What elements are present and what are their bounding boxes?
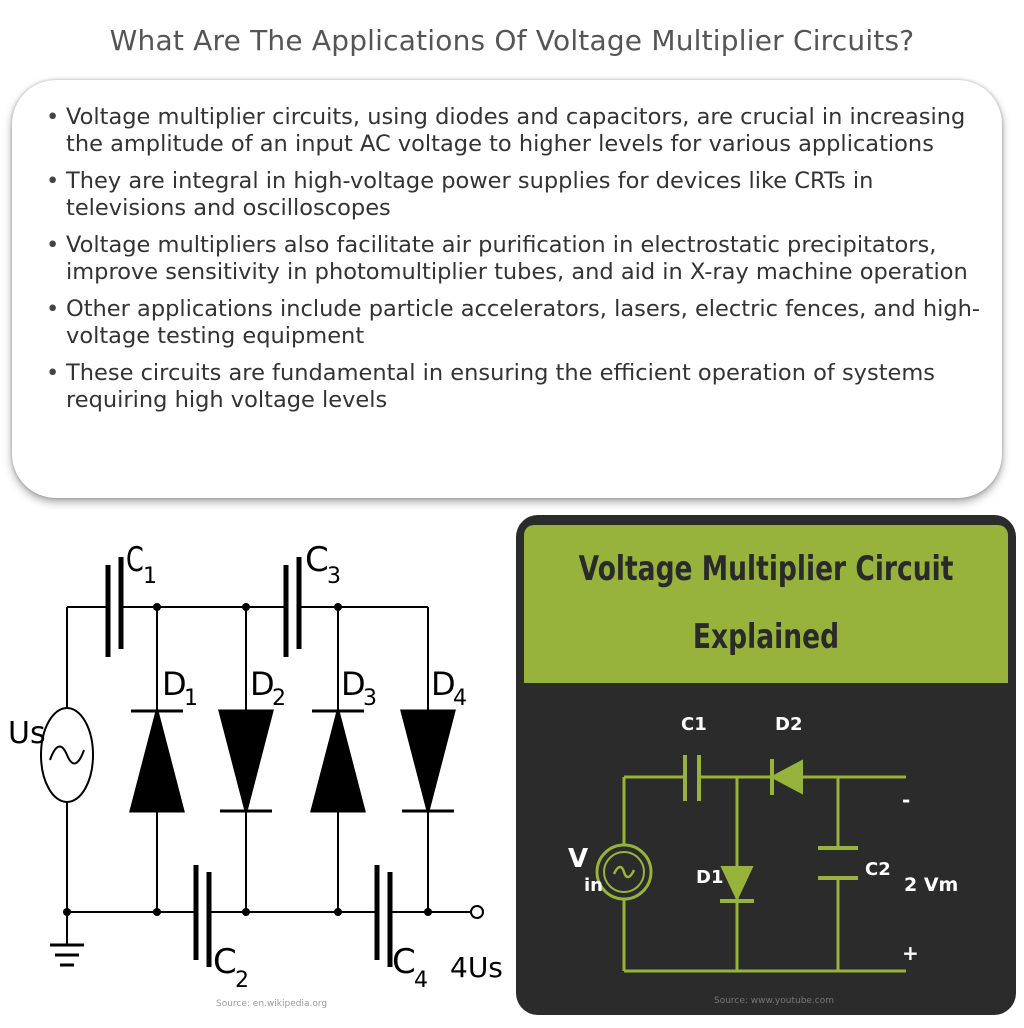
doubler-thumbnail: Voltage Multiplier Circuit Explained <box>516 515 1016 1015</box>
c1-label: C <box>126 540 144 580</box>
d3-label: D <box>341 665 366 703</box>
banner-title-line2: Explained <box>692 617 840 657</box>
c1-label: C1 <box>681 714 707 735</box>
c3-subscript: 3 <box>327 564 341 589</box>
diode-d3-icon <box>310 705 366 813</box>
source-label: Us <box>8 716 46 751</box>
quadrupler-schematic: C 1 C 3 C 2 C 4 D 1 D 2 D 3 D 4 Us 4Us <box>8 540 503 993</box>
c4-label: C <box>392 942 416 982</box>
d3-subscript: 3 <box>363 686 377 711</box>
ac-source-icon <box>595 843 653 901</box>
diode-d2-icon <box>218 709 274 817</box>
bullet-item: Other applications include particle acce… <box>42 296 982 350</box>
title-banner: Voltage Multiplier Circuit Explained <box>524 525 1008 683</box>
source-credit: Source: www.youtube.com <box>714 996 835 1006</box>
source-credit: Source: en.wikipedia.org <box>216 999 328 1009</box>
bullet-item: Voltage multipliers also facilitate air … <box>42 232 982 286</box>
d1-label: D1 <box>696 867 723 888</box>
d2-label: D2 <box>775 714 802 735</box>
bullet-item: These circuits are fundamental in ensuri… <box>42 360 982 414</box>
doubler-schematic: C1 D2 D1 C2 V in - + 2 Vm <box>568 714 958 973</box>
vin-subscript: in <box>584 875 603 896</box>
banner-title-line1: Voltage Multiplier Circuit <box>578 549 954 589</box>
diode-d1-icon <box>720 866 754 902</box>
d4-subscript: 4 <box>453 686 467 711</box>
diode-d4-icon <box>400 709 456 817</box>
d4-label: D <box>431 665 456 703</box>
d1-subscript: 1 <box>184 686 198 711</box>
d2-label: D <box>250 665 275 703</box>
bullet-item: Voltage multiplier circuits, using diode… <box>42 104 982 158</box>
minus-label: - <box>902 788 910 812</box>
d2-subscript: 2 <box>272 686 286 711</box>
summary-card: Voltage multiplier circuits, using diode… <box>12 80 1002 498</box>
output-voltage-label: 2 Vm <box>904 874 958 896</box>
c3-label: C <box>305 540 329 580</box>
plus-label: + <box>902 941 919 965</box>
output-label: 4Us <box>450 951 503 984</box>
quadrupler-diagram: C 1 C 3 C 2 C 4 D 1 D 2 D 3 D 4 Us 4Us S… <box>0 515 510 1024</box>
vin-label: V <box>568 844 588 874</box>
diode-d2-icon <box>769 759 803 795</box>
output-terminal-icon <box>470 905 484 919</box>
page-title: What Are The Applications Of Voltage Mul… <box>109 24 915 57</box>
d1-label: D <box>162 665 187 703</box>
c2-subscript: 2 <box>235 968 249 993</box>
c1-subscript: 1 <box>143 564 157 589</box>
c4-subscript: 4 <box>414 968 428 993</box>
ground-icon <box>50 943 84 967</box>
diode-d1-icon <box>129 705 185 813</box>
c2-label: C <box>213 942 237 982</box>
c2-label: C2 <box>865 859 891 880</box>
bullet-list: Voltage multiplier circuits, using diode… <box>42 104 982 424</box>
bullet-item: They are integral in high-voltage power … <box>42 168 982 222</box>
